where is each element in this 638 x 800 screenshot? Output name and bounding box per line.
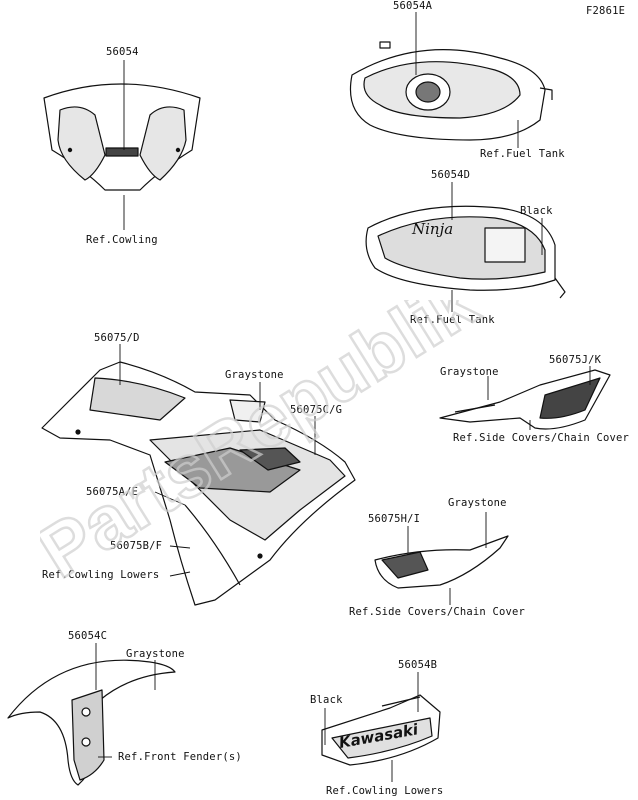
part-id-56075a-e: 56075A/E xyxy=(86,486,139,498)
figure-code: F2861E xyxy=(586,5,626,17)
color-black-tank: Black xyxy=(520,205,553,217)
color-graystone-fender: Graystone xyxy=(126,648,185,660)
part-id-56075b-f: 56075B/F xyxy=(110,540,163,552)
part-id-56054a: 56054A xyxy=(393,0,433,12)
ref-fuel-tank-2: Ref.Fuel Tank xyxy=(410,314,495,326)
ref-side-covers-1: Ref.Side Covers/Chain Cover xyxy=(453,432,630,444)
ref-front-fender: Ref.Front Fender(s) xyxy=(118,751,242,763)
cowling-lower-drawing xyxy=(321,694,441,766)
part-id-56075h-i: 56075H/I xyxy=(368,513,421,525)
ref-fuel-tank-1: Ref.Fuel Tank xyxy=(480,148,565,160)
ref-cowling-lowers-2: Ref.Cowling Lowers xyxy=(326,785,444,797)
chain-cover-drawing xyxy=(374,535,509,589)
windscreen-drawing xyxy=(43,83,201,191)
ninja-decal-text: Ninja xyxy=(411,220,453,238)
ref-cowling-lowers-1: Ref.Cowling Lowers xyxy=(42,569,160,581)
part-id-56054c: 56054C xyxy=(68,630,108,642)
part-id-56075j-k: 56075J/K xyxy=(549,354,602,366)
part-id-56075c-g: 56075C/G xyxy=(290,404,343,416)
ref-side-covers-2: Ref.Side Covers/Chain Cover xyxy=(349,606,526,618)
color-black-lower: Black xyxy=(310,694,343,706)
front-fender-drawing xyxy=(7,659,176,786)
part-id-56054d: 56054D xyxy=(431,169,471,181)
side-cowling-drawing xyxy=(41,361,356,606)
color-graystone-chaincover: Graystone xyxy=(448,497,507,509)
side-cover-drawing xyxy=(439,369,611,430)
fuel-tank-top-drawing xyxy=(349,41,553,141)
part-id-56075-d: 56075/D xyxy=(94,332,140,344)
ref-cowling: Ref.Cowling xyxy=(86,234,158,246)
color-graystone-cowl: Graystone xyxy=(225,369,284,381)
fuel-tank-side-drawing xyxy=(365,205,566,299)
color-graystone-sidecover: Graystone xyxy=(440,366,499,378)
part-id-56054b: 56054B xyxy=(398,659,438,671)
part-id-56054: 56054 xyxy=(106,46,139,58)
